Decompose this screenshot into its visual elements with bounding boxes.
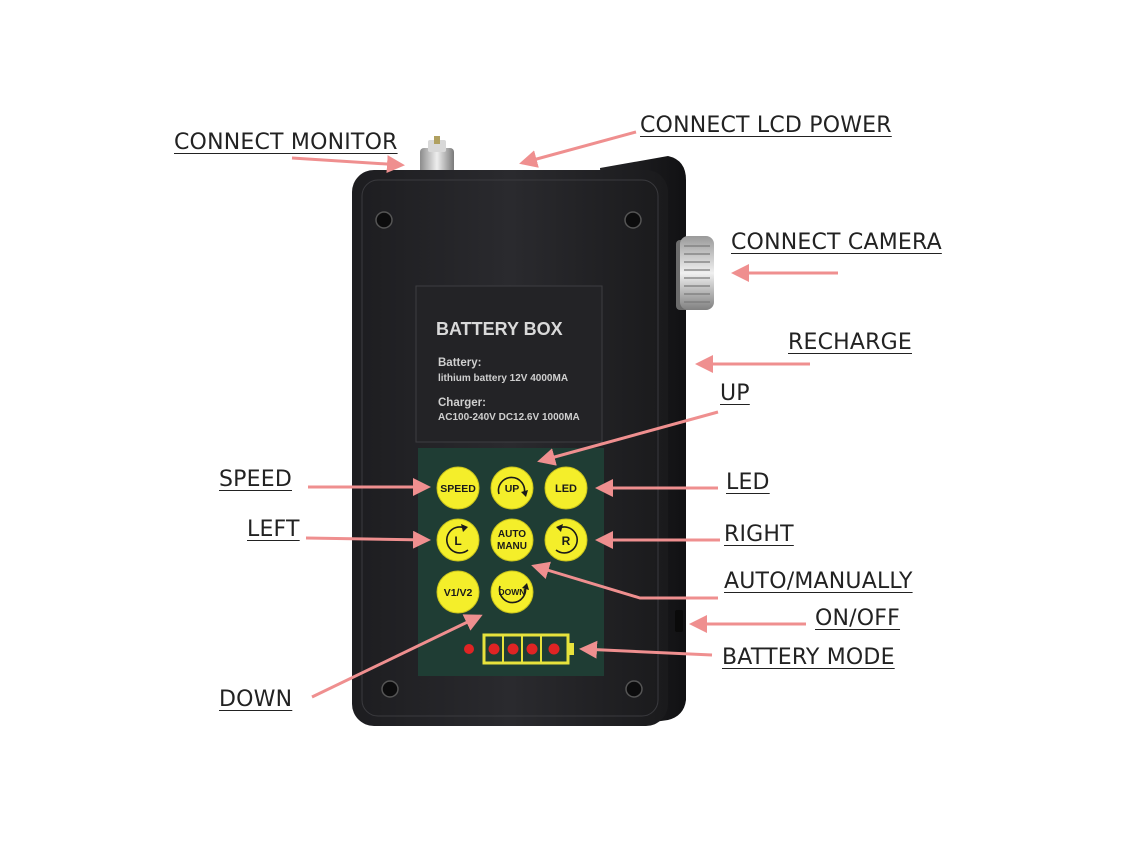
- arrow-connect-lcd-power: [519, 130, 637, 168]
- label-connect-monitor: CONNECT MONITOR: [174, 130, 398, 155]
- down-rotate-icon: [498, 585, 527, 604]
- spec-label-plate: [415, 285, 603, 443]
- left-button[interactable]: L: [436, 518, 480, 562]
- auto-manual-button[interactable]: AUTO MANU: [490, 518, 534, 562]
- label-up: UP: [720, 381, 750, 406]
- right-button[interactable]: R: [544, 518, 588, 562]
- manu-label: MANU: [497, 541, 527, 552]
- label-led: LED: [726, 470, 770, 495]
- left-rotate-icon: [446, 526, 469, 554]
- callout-arrows: [291, 130, 838, 699]
- down-button[interactable]: DOWN: [490, 570, 534, 614]
- screw-icon: [375, 211, 643, 698]
- v1v2-button-label: V1/V2: [444, 587, 473, 599]
- left-button-label: L: [454, 534, 461, 548]
- up-rotate-icon: [497, 476, 526, 495]
- device-title: BATTERY BOX: [436, 319, 563, 339]
- arrow-left: [305, 530, 431, 549]
- label-down: DOWN: [219, 687, 293, 712]
- label-right: RIGHT: [724, 522, 794, 547]
- label-connect-camera: CONNECT CAMERA: [731, 230, 942, 255]
- arrow-battery-mode: [579, 640, 713, 659]
- up-button[interactable]: UP: [490, 466, 534, 510]
- arrow-up: [537, 410, 719, 466]
- label-battery-mode: BATTERY MODE: [722, 645, 895, 670]
- arrow-down: [311, 614, 483, 699]
- arrow-connect-monitor: [291, 155, 405, 174]
- power-led-icon: [464, 644, 474, 654]
- speed-button[interactable]: SPEED: [436, 466, 480, 510]
- battery-level-icon: [482, 633, 574, 665]
- right-rotate-icon: [555, 526, 578, 554]
- v1v2-button[interactable]: V1/V2: [436, 570, 480, 614]
- led-button[interactable]: LED: [544, 466, 588, 510]
- battery-heading: Battery:: [438, 357, 481, 369]
- down-button-label: DOWN: [499, 587, 526, 597]
- arrow-auto-manually: [531, 561, 718, 600]
- label-auto-manually: AUTO/MANUALLY: [724, 569, 913, 594]
- label-on-off: ON/OFF: [815, 606, 901, 631]
- battery-spec: lithium battery 12V 4000MA: [438, 373, 568, 384]
- label-speed: SPEED: [219, 467, 292, 492]
- speed-button-label: SPEED: [440, 483, 476, 495]
- right-button-label: R: [562, 534, 571, 548]
- auto-label: AUTO: [498, 529, 526, 540]
- camera-connector-icon: [676, 236, 714, 310]
- up-button-label: UP: [505, 483, 520, 495]
- label-recharge: RECHARGE: [788, 330, 912, 355]
- label-connect-lcd-power: CONNECT LCD POWER: [640, 113, 892, 138]
- power-switch-icon: [675, 610, 683, 632]
- charger-spec: AC100-240V DC12.6V 1000MA: [438, 412, 580, 423]
- led-button-label: LED: [555, 483, 577, 495]
- charger-heading: Charger:: [438, 397, 486, 409]
- label-left: LEFT: [247, 517, 300, 542]
